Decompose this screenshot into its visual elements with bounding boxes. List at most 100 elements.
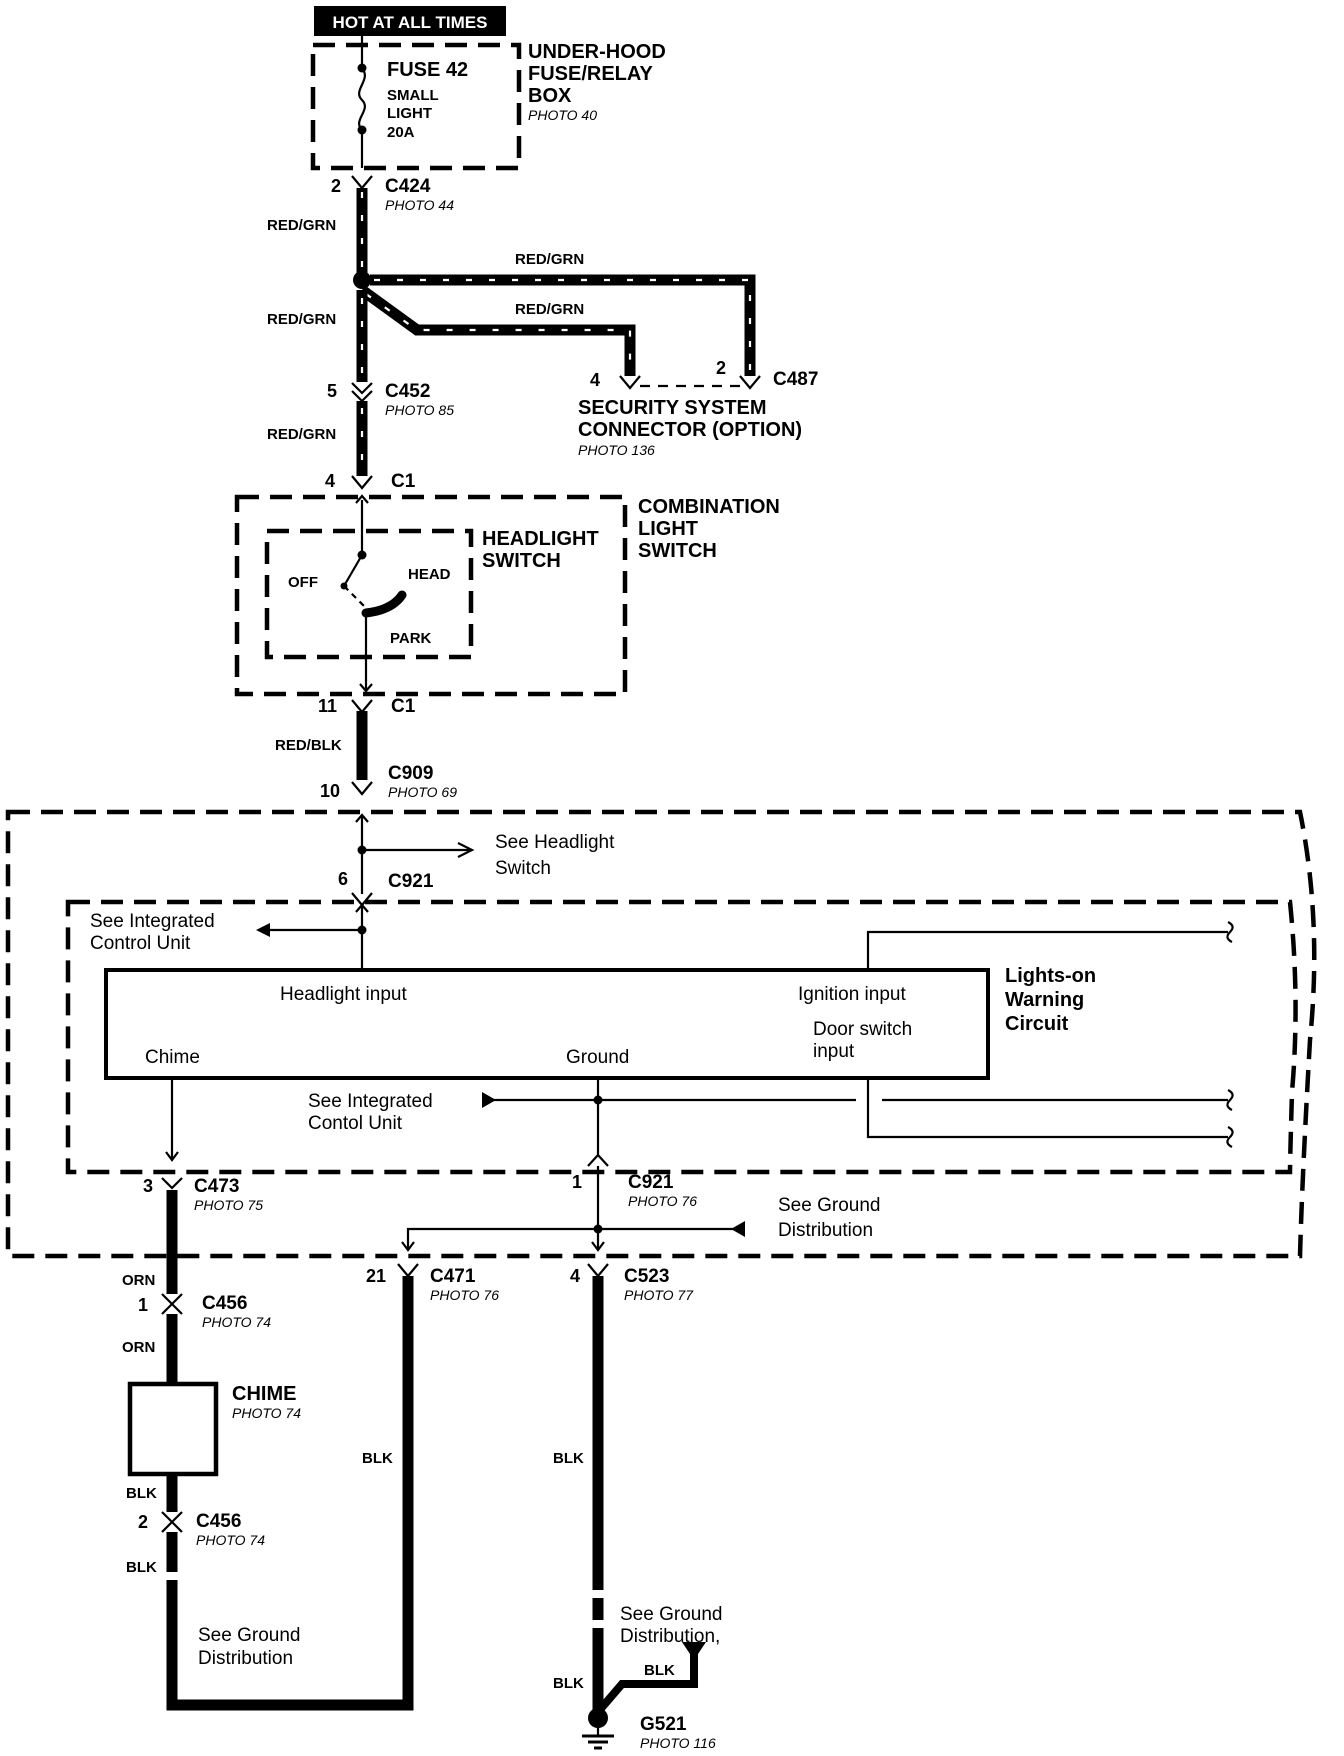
security-line-2: CONNECTOR (OPTION) — [578, 419, 802, 441]
c473-connector-icon — [161, 1177, 183, 1190]
headlight-switch-box — [264, 528, 474, 660]
c456-top-connector-icon-lower — [161, 1302, 183, 1315]
c452-pin: 5 — [327, 381, 337, 401]
splice-point — [353, 271, 371, 289]
c523-name: C523 — [624, 1266, 669, 1287]
c456-top-photo: PHOTO 74 — [202, 1314, 271, 1330]
wire-label-orn-2: ORN — [122, 1339, 155, 1356]
c909-pin: 10 — [320, 781, 340, 801]
c456-bottom-connector-icon-lower — [161, 1520, 183, 1533]
switch-head-contact — [361, 590, 407, 618]
see-icu-mid-text-1: See Integrated — [308, 1091, 433, 1112]
c452-name: C452 — [385, 381, 430, 402]
c424-connector-icon — [351, 175, 373, 190]
chime-box — [127, 1381, 219, 1477]
ground-bus-line — [406, 1227, 745, 1250]
chime-pin-label: Chime — [145, 1047, 200, 1068]
c456-bottom-name: C456 — [196, 1511, 241, 1532]
switch-pivot — [357, 550, 367, 560]
ground-terminal — [588, 1708, 608, 1728]
c456-top-pin: 1 — [138, 1295, 148, 1315]
warning-circuit-label-1: Lights-on — [1005, 965, 1096, 987]
integrated-control-unit-outline — [65, 899, 1298, 1175]
fuse-desc-1: SMALL — [387, 87, 439, 104]
fusebox-name-3: BOX — [528, 85, 572, 107]
chime-pin-arrow — [165, 1151, 179, 1162]
fusebox-name-1: UNDER-HOOD — [528, 41, 666, 63]
wire-label-blk-2: BLK — [126, 1559, 157, 1576]
c452-connector-icon — [351, 382, 373, 403]
ignition-input-label: Ignition input — [798, 984, 906, 1005]
wire-blk-c471 — [166, 1276, 414, 1711]
security-photo: PHOTO 136 — [578, 442, 655, 458]
c487-pin-2: 2 — [716, 358, 726, 378]
wire-blk-g521-branch — [594, 1652, 698, 1715]
c921-top-pin: 6 — [338, 869, 348, 889]
wire-label-blk-1: BLK — [126, 1485, 157, 1502]
wire-label-red-grn-3: RED/GRN — [515, 301, 584, 318]
chime-photo: PHOTO 74 — [232, 1405, 301, 1421]
c471-photo: PHOTO 76 — [430, 1287, 499, 1303]
see-icu-top-text-1: See Integrated — [90, 911, 215, 932]
combo-switch-label-2: LIGHT — [638, 518, 698, 540]
c424-pin: 2 — [331, 176, 341, 196]
see-headlight-text-1: See Headlight — [495, 832, 615, 853]
fusebox-name-2: FUSE/RELAY — [528, 63, 654, 85]
under-dash-fuse-box-outline — [5, 809, 1317, 1259]
c487-pin4-icon — [619, 375, 641, 390]
c487-name: C487 — [773, 369, 818, 390]
c487-pin-4: 4 — [590, 370, 600, 390]
c487-pin2-icon — [739, 375, 761, 390]
switch-park-label: PARK — [390, 630, 432, 647]
switch-lever — [343, 500, 364, 587]
c424-photo: PHOTO 44 — [385, 197, 454, 213]
combo-switch-label-1: COMBINATION — [638, 496, 780, 518]
break-symbol-1 — [1226, 921, 1234, 943]
chime-name: CHIME — [232, 1383, 296, 1405]
c909-photo: PHOTO 69 — [388, 784, 457, 800]
fuse-desc-2: LIGHT — [387, 105, 432, 122]
ground-branch-arrow — [682, 1642, 706, 1660]
see-headlight-arrow — [457, 842, 475, 858]
c1-top-pin: 4 — [325, 471, 335, 491]
c921-top-name: C921 — [388, 871, 434, 892]
c921-bottom-name: C921 — [628, 1172, 674, 1193]
see-ground-right-1: See Ground — [620, 1604, 722, 1625]
fuse-rating: 20A — [387, 124, 415, 141]
hot-at-all-times-banner — [314, 6, 506, 36]
security-line-1: SECURITY SYSTEM — [578, 397, 767, 419]
door-switch-label-1: Door switch — [813, 1019, 912, 1040]
headlight-switch-label-1: HEADLIGHT — [482, 528, 599, 550]
hot-at-all-times-label: HOT AT ALL TIMES — [333, 13, 488, 32]
c523-photo: PHOTO 77 — [624, 1287, 694, 1303]
ground-bus-arrow-c523 — [591, 1241, 605, 1252]
c523-connector-icon — [587, 1263, 609, 1278]
see-ground-text-2: Distribution — [778, 1220, 873, 1241]
combination-light-switch-box — [234, 494, 628, 697]
fuse-label: FUSE 42 — [387, 59, 468, 81]
c456-bottom-photo: PHOTO 74 — [196, 1532, 265, 1548]
c1-bottom-connector-icon — [351, 699, 373, 714]
combo-switch-label-3: SWITCH — [638, 540, 717, 562]
c909-connector-icon — [351, 781, 373, 796]
c471-connector-icon — [397, 1263, 419, 1278]
c921-bottom-pin: 1 — [572, 1172, 582, 1192]
c456-bottom-pin: 2 — [138, 1512, 148, 1532]
wire-label-orn-1: ORN — [122, 1272, 155, 1289]
c452-photo: PHOTO 85 — [385, 402, 454, 418]
c1-top-connector-icon — [351, 475, 373, 490]
door-switch-line-b — [866, 1078, 1228, 1139]
see-headlight-text-2: Switch — [495, 858, 551, 879]
underhood-fuse-box — [310, 42, 522, 171]
see-icu-top-arrow — [256, 923, 270, 937]
c921-bottom-connector-icon — [587, 1153, 609, 1167]
switch-arrow-down — [359, 683, 373, 693]
ground-bus-arrow-c471 — [401, 1241, 415, 1252]
see-icu-mid-text-2: Contol Unit — [308, 1113, 403, 1134]
wire-label-blk-4: BLK — [553, 1450, 584, 1467]
wire-label-red-grn-2: RED/GRN — [515, 251, 584, 268]
see-icu-mid-arrow — [482, 1092, 496, 1108]
warning-circuit-label-2: Warning — [1005, 989, 1084, 1011]
headlight-switch-label-2: SWITCH — [482, 550, 561, 572]
wire-red-grn-branch-c487-4 — [358, 285, 636, 376]
